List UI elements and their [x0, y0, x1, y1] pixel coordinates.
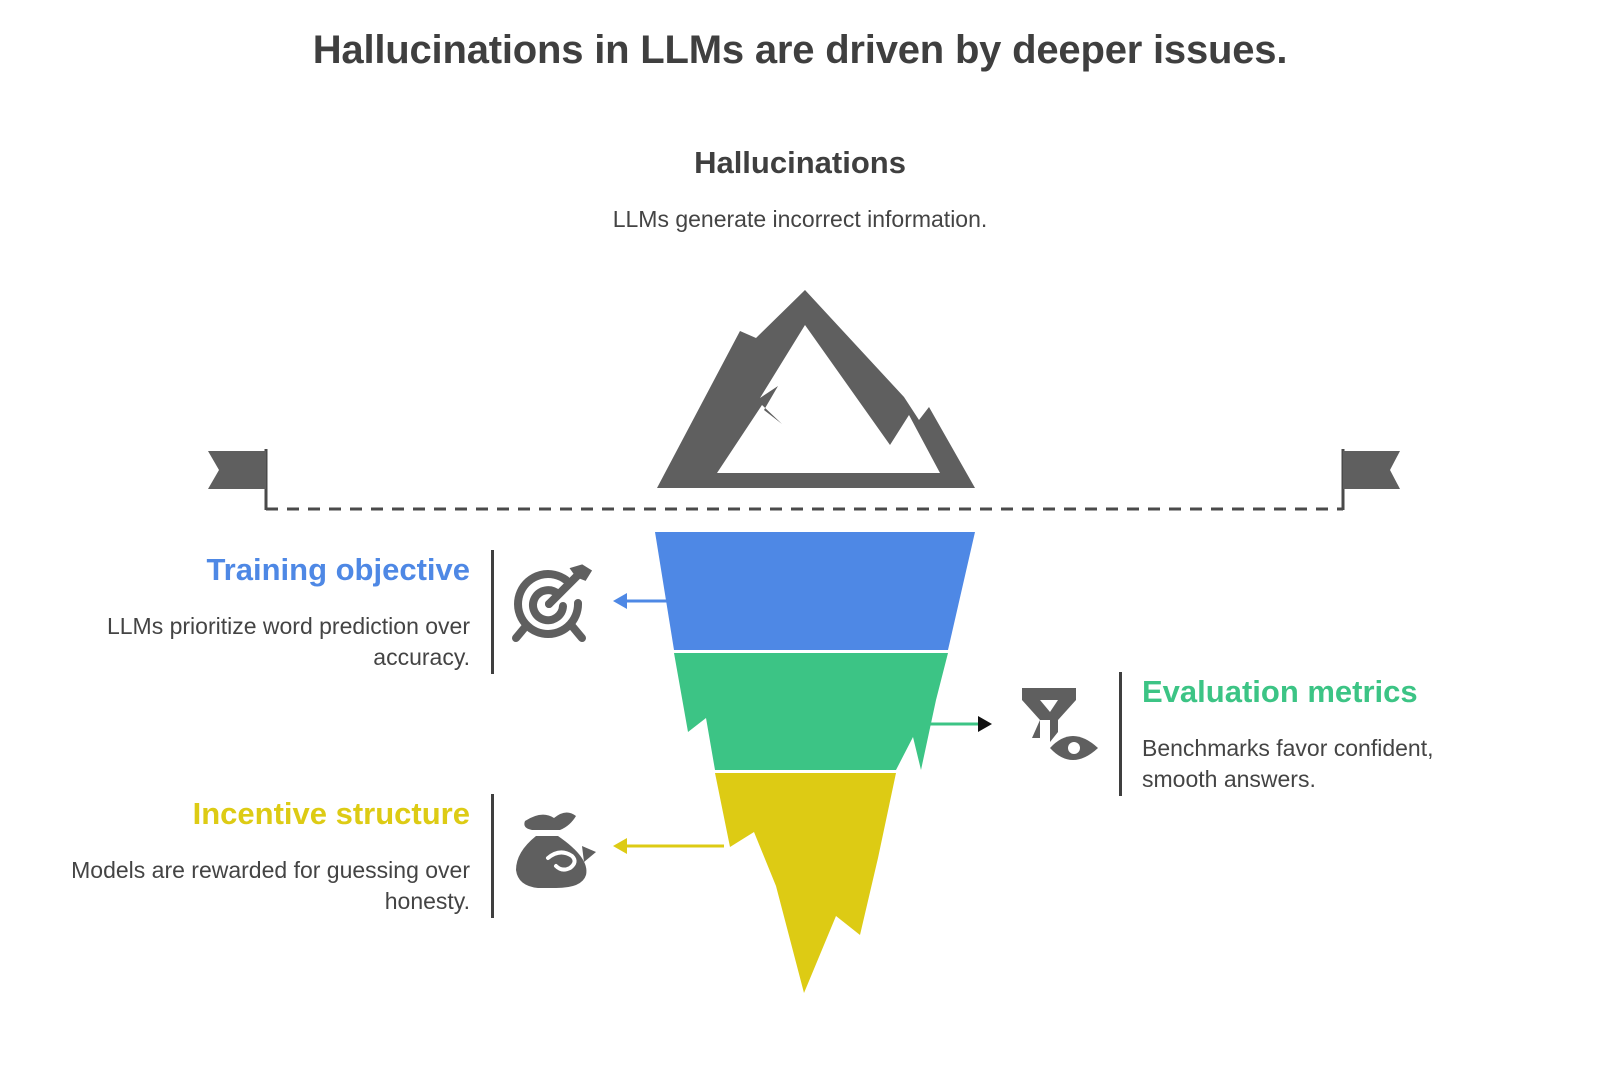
diagram-title: Hallucinations in LLMs are driven by dee… [312, 28, 1288, 72]
money-bag-icon [516, 812, 596, 888]
mountain-icon [657, 290, 975, 488]
arrow-evaluation [928, 716, 992, 732]
layer-evaluation [674, 653, 948, 770]
divider-training [491, 550, 494, 674]
funnel-eye-icon [1022, 688, 1098, 760]
divider-evaluation [1119, 672, 1122, 796]
flag-right-icon [1341, 449, 1400, 510]
flag-left-icon [208, 449, 268, 510]
layer-description-evaluation: Benchmarks favor confident, smooth answe… [1142, 735, 1434, 792]
layer-training [655, 532, 975, 650]
arrow-incentive [613, 838, 724, 854]
layer-incentive [715, 773, 896, 993]
layer-title-evaluation: Evaluation metrics [1142, 674, 1418, 709]
layer-title-training: Training objective [206, 552, 470, 587]
layer-description-incentive: Models are rewarded for guessing over ho… [71, 857, 470, 914]
target-arrow-icon [512, 564, 593, 642]
tip-heading: Hallucinations [694, 145, 906, 180]
tip-description: LLMs generate incorrect information. [612, 206, 988, 232]
arrow-training [613, 593, 667, 609]
layer-description-training: LLMs prioritize word prediction over acc… [106, 613, 470, 670]
layer-title-incentive: Incentive structure [192, 796, 470, 831]
divider-incentive [491, 794, 494, 918]
